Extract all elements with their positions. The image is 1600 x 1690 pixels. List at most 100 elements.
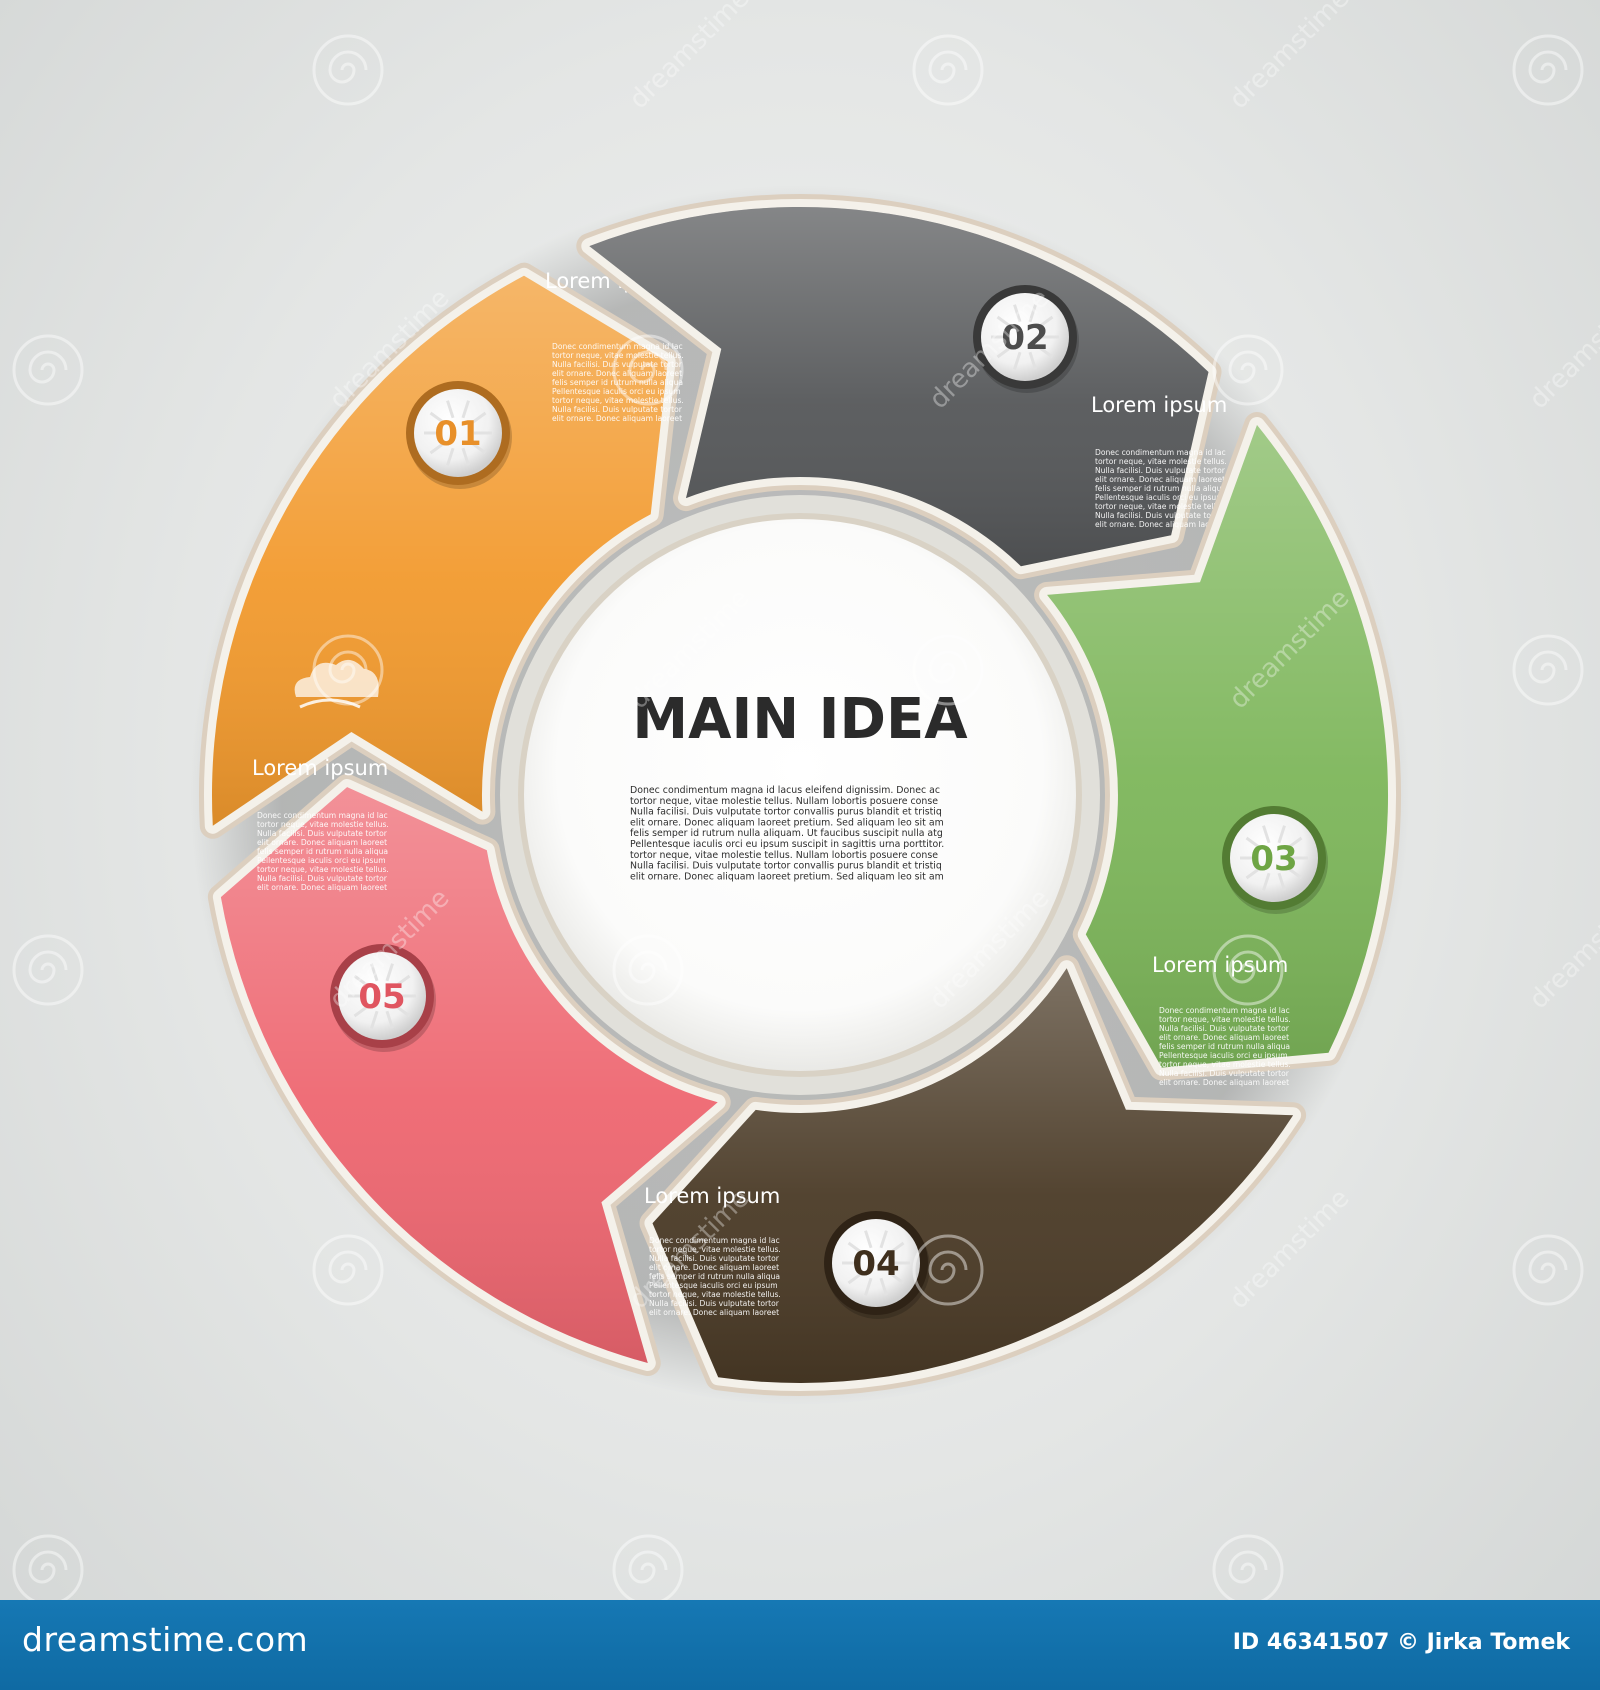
segment-body-line: felis semper id rutrum nulla aliqua [649, 1272, 780, 1281]
segment-body-line: Nulla facilisi. Duis vulputate tortor [1159, 1069, 1290, 1078]
watermark-spiral-icon [912, 1234, 984, 1306]
main-body-line: Nulla facilisi. Duis vulputate tortor co… [630, 807, 942, 818]
badge-03: 03 [1222, 806, 1328, 914]
segment-body-line: elit ornare. Donec aliquam laoreet [552, 414, 682, 423]
segment-body-line: felis semper id rutrum nulla aliqua [1159, 1042, 1290, 1051]
main-body-line: tortor neque, vitae molestie tellus. Nul… [630, 850, 938, 861]
watermark-spiral-icon [612, 1534, 684, 1600]
segment-03-title: Lorem ipsum [1152, 953, 1288, 977]
badge-05: 05 [330, 944, 436, 1052]
segment-body-line: elit ornare. Donec aliquam laoreet [1095, 520, 1225, 529]
segment-body-line: elit ornare. Donec aliquam laoreet [257, 838, 387, 847]
watermark-text: dreamstime [1224, 0, 1356, 115]
segment-body-line: tortor neque, vitae molestie tellus. [257, 865, 389, 874]
segment-body-line: Donec condimentum magna id lac [1095, 448, 1226, 457]
segment-body-line: Nulla facilisi. Duis vulputate tortor [257, 874, 388, 883]
segment-body-line: Donec condimentum magna id lac [649, 1236, 780, 1245]
segment-04-title: Lorem ipsum [644, 1184, 780, 1208]
badge-01: 01 [406, 381, 512, 489]
watermark-spiral-icon [912, 634, 984, 706]
cloud-icon [294, 659, 379, 709]
segment-body-line: Nulla facilisi. Duis vulputate tortor [552, 360, 683, 369]
watermark-spiral-icon [1212, 1534, 1284, 1600]
segment-body-line: Pellentesque iaculis orci eu ipsum [1095, 493, 1224, 502]
main-body-line: tortor neque, vitae molestie tellus. Nul… [630, 796, 938, 807]
main-body-line: elit ornare. Donec aliquam laoreet preti… [630, 871, 944, 882]
segment-body-line: felis semper id rutrum nulla aliqua [1095, 484, 1226, 493]
badge-number: 05 [358, 977, 405, 1017]
main-body-line: felis semper id rutrum nulla aliquam. Ut… [630, 828, 943, 839]
badge-02: 02 [973, 285, 1079, 393]
segment-body-line: felis semper id rutrum nulla aliqua [257, 847, 388, 856]
segment-body-line: elit ornare. Donec aliquam laoreet [649, 1263, 779, 1272]
segment-body-line: Pellentesque iaculis orci eu ipsum [552, 387, 681, 396]
segment-body-line: elit ornare. Donec aliquam laoreet [552, 369, 682, 378]
watermark-spiral-icon [912, 34, 984, 106]
main-idea-body: Donec condimentum magna id lacus eleifen… [630, 785, 944, 882]
main-idea-title: MAIN IDEA [632, 687, 968, 752]
badge-04: 04 [824, 1211, 930, 1319]
watermark-spiral-icon [312, 34, 384, 106]
badge-number: 01 [434, 414, 481, 454]
watermark-spiral-icon [1512, 634, 1584, 706]
segment-sheen [220, 787, 718, 1363]
segment-body-line: Donec condimentum magna id lac [552, 342, 683, 351]
segment-body-line: tortor neque, vitae molestie tellus. [1159, 1060, 1291, 1069]
watermark-spiral-icon [1212, 934, 1284, 1006]
segment-body-line: tortor neque, vitae molestie tellus. [1095, 502, 1227, 511]
badge-number: 04 [852, 1244, 899, 1284]
segment-body-line: Nulla facilisi. Duis vulputate tortor [649, 1299, 780, 1308]
watermark-spiral-icon [1512, 34, 1584, 106]
segment-body-line: tortor neque, vitae molestie tellus. [257, 820, 389, 829]
main-body-line: Nulla facilisi. Duis vulputate tortor co… [630, 861, 942, 872]
segment-body-line: Donec condimentum magna id lac [1159, 1006, 1290, 1015]
watermark-spiral-icon [12, 1534, 84, 1600]
segment-sheen [652, 968, 1294, 1384]
main-body-line: elit ornare. Donec aliquam laoreet preti… [630, 817, 944, 828]
badge-number: 02 [1001, 318, 1048, 358]
segment-body-line: Donec condimentum magna id lac [257, 811, 388, 820]
segment-02-title: Lorem ipsum [1091, 393, 1227, 417]
main-body-line: Donec condimentum magna id lacus eleifen… [630, 785, 940, 796]
footer-bar: dreamstime.com ID 46341507 © Jirka Tomek [0, 1600, 1600, 1690]
watermark-text: dreamstime [1524, 283, 1600, 415]
watermark-spiral-icon [12, 334, 84, 406]
watermark-text: dreamstime [624, 0, 756, 115]
segment-body-line: Nulla facilisi. Duis vulputate tortor [649, 1254, 780, 1263]
watermark-spiral-icon [612, 334, 684, 406]
segment-body-line: felis semper id rutrum nulla aliqua [552, 378, 683, 387]
watermark-spiral-icon [1512, 1234, 1584, 1306]
watermark-spiral-icon [12, 934, 84, 1006]
watermark-spiral-icon [1212, 334, 1284, 406]
segment-body-line: Pellentesque iaculis orci eu ipsum [649, 1281, 778, 1290]
watermark-spiral-icon [612, 934, 684, 1006]
watermark-spiral-icon [312, 1234, 384, 1306]
segment-body-line: tortor neque, vitae molestie tellus. [552, 396, 684, 405]
segment-body-line: tortor neque, vitae molestie tellus. [1159, 1015, 1291, 1024]
footer-site-link[interactable]: dreamstime.com [22, 1620, 309, 1659]
segment-body-line: tortor neque, vitae molestie tellus. [1095, 457, 1227, 466]
watermark-spiral-icon [312, 634, 384, 706]
footer-credit: ID 46341507 © Jirka Tomek [1232, 1630, 1570, 1655]
segment-body-line: elit ornare. Donec aliquam laoreet [1095, 475, 1225, 484]
segment-body-line: Nulla facilisi. Duis vulputate tortor [1159, 1024, 1290, 1033]
segment-body-line: Nulla facilisi. Duis vulputate tortor [552, 405, 683, 414]
watermark-text: dreamstime [1524, 883, 1600, 1015]
segment-body-line: Pellentesque iaculis orci eu ipsum [257, 856, 386, 865]
segment-body-line: tortor neque, vitae molestie tellus. [649, 1245, 781, 1254]
main-body-line: Pellentesque iaculis orci eu ipsum susci… [630, 839, 944, 850]
segment-body-line: elit ornare. Donec aliquam laoreet [649, 1308, 779, 1317]
segment-body-line: tortor neque, vitae molestie tellus. [649, 1290, 781, 1299]
segment-body-line: tortor neque, vitae molestie tellus. [552, 351, 684, 360]
